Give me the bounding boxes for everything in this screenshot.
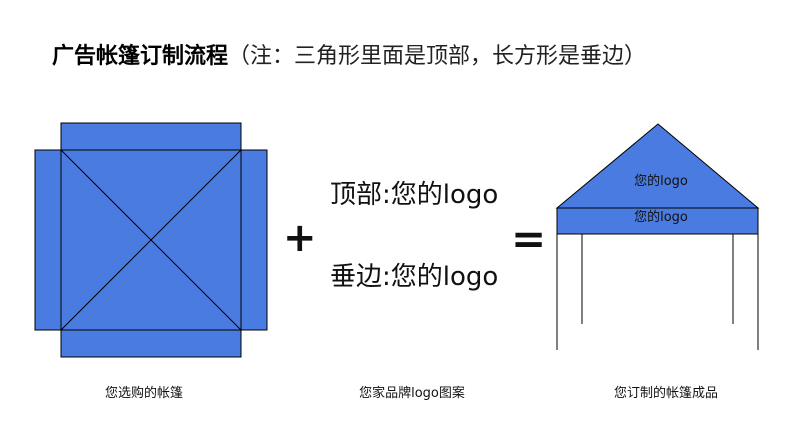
title-note: （注：三角形里面是顶部，长方形是垂边） (228, 44, 647, 69)
tent-elevation-view: 您的logo 您的logo (555, 123, 760, 350)
tent-plan-view (34, 122, 268, 358)
caption-tent-purchased: 您选购的帐篷 (104, 386, 184, 401)
equals-sign: = (511, 214, 547, 263)
caption-brand-logo: 您家品牌logo图案 (359, 386, 465, 401)
plan-flap-right (240, 149, 268, 331)
tent-valance-logo-text: 您的logo (634, 209, 688, 225)
plan-flap-left (34, 149, 62, 331)
plus-sign: + (283, 215, 317, 261)
label-top-logo: 顶部:您的logo (330, 180, 499, 210)
label-side-logo: 垂边:您的logo (330, 262, 499, 292)
page-title: 广告帐篷订制流程（注：三角形里面是顶部，长方形是垂边） (52, 38, 646, 70)
plan-flap-bottom (60, 329, 242, 358)
tent-valance (556, 207, 759, 235)
caption-custom-tent: 您订制的帐篷成品 (613, 386, 719, 401)
plan-flap-top (60, 122, 242, 151)
title-main: 广告帐篷订制流程 (52, 44, 229, 69)
plan-diagonal-2 (60, 149, 242, 331)
tent-roof-logo-text: 您的logo (634, 173, 688, 189)
tent-roof-triangle (555, 123, 760, 209)
